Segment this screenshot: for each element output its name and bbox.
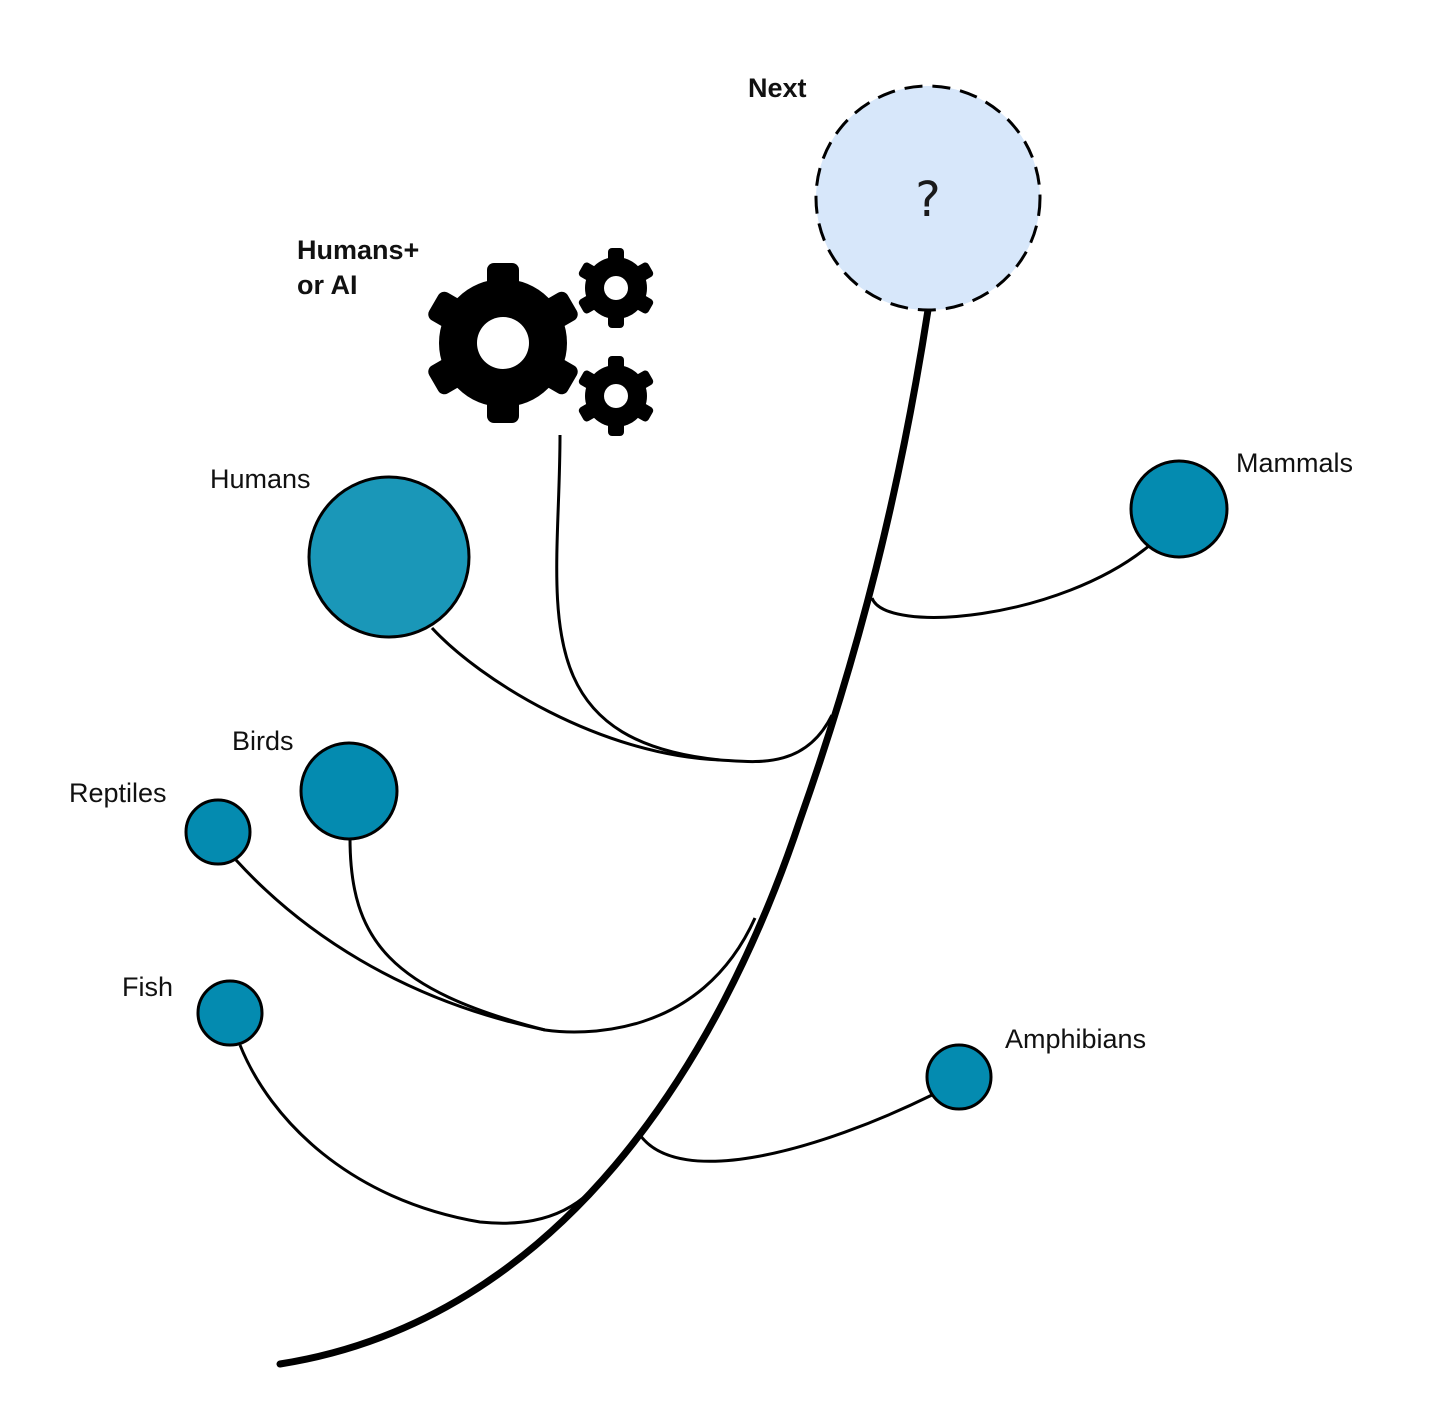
amphibians-node	[925, 1043, 993, 1111]
gears-icon	[428, 248, 654, 436]
branch-birds	[348, 837, 546, 1032]
trunk-branch	[276, 306, 932, 1368]
next-node	[814, 84, 1042, 312]
reptiles-label: Reptiles	[69, 778, 167, 808]
branch-reptiles	[234, 858, 757, 1034]
amphibians-label: Amphibians	[1005, 1024, 1146, 1054]
next-question-mark: ?	[915, 172, 940, 228]
mammals-node	[1129, 459, 1229, 559]
humans-node	[307, 475, 471, 639]
fish-label: Fish	[122, 972, 173, 1002]
branch-mammals	[870, 543, 1151, 619]
branch-humans-plus	[555, 434, 721, 762]
branch-amphibians	[638, 1093, 933, 1163]
reptiles-node	[184, 798, 252, 866]
birds-label: Birds	[232, 726, 294, 756]
mammals-label: Mammals	[1236, 448, 1353, 478]
humans-plus-label-line1: Humans+	[297, 235, 419, 265]
branch-fish	[238, 1044, 592, 1225]
next-label: Next	[748, 73, 807, 103]
birds-node	[299, 741, 399, 841]
fish-node	[196, 979, 264, 1047]
humans-label: Humans	[210, 464, 311, 494]
branch-humans	[430, 626, 834, 764]
humans-plus-label-line2: or AI	[297, 270, 358, 300]
